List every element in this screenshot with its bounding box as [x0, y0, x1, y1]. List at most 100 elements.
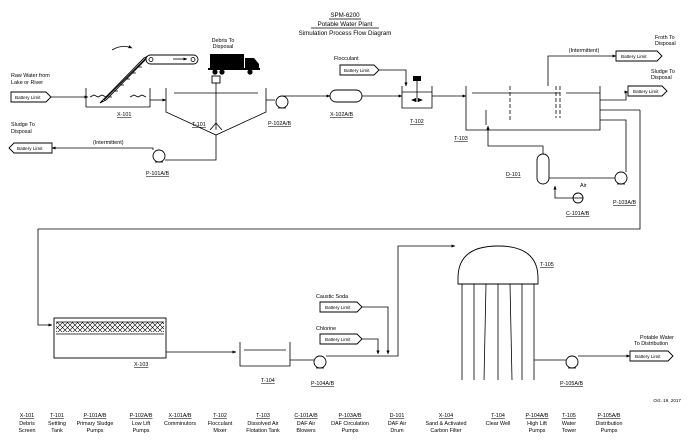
- debris-conveyor: [145, 54, 199, 65]
- legend-item-name: Drum: [390, 428, 404, 434]
- tag-t103: T-103: [454, 136, 468, 142]
- battery-limit-label: Battery Limit: [17, 146, 43, 151]
- legend-item-name: Pumps: [342, 428, 359, 434]
- legend-item-name: Blowers: [296, 428, 315, 434]
- legend-item-tag: X-104: [439, 413, 453, 419]
- legend-item-name: DAF Air: [297, 421, 316, 427]
- battery-limit-label: Battery Limit: [635, 354, 661, 359]
- legend-item-name: Settling: [48, 421, 66, 427]
- tag-p103: P-103A/B: [613, 200, 636, 206]
- legend-item-tag: P-101A/B: [83, 413, 106, 419]
- comminutor-x102: X-102A/B: [329, 89, 363, 118]
- sludge-intermittent-label: (Intermittent): [93, 140, 124, 146]
- legend-item-tag: P-104A/B: [525, 413, 548, 419]
- legend-item-name: Clear Well: [486, 421, 511, 427]
- debris-label-1: Debris To: [212, 38, 235, 44]
- tag-t105: T-105: [540, 262, 554, 268]
- legend-item-name: Flocculant: [208, 421, 233, 427]
- legend-item-name: Tower: [562, 428, 577, 434]
- title-line-1: Potable Water Plant: [318, 21, 373, 28]
- battery-limit-raw-water: [10, 91, 52, 103]
- sludge-top-label-2: Disposal: [651, 75, 672, 81]
- legend-item-name: Flotation Tank: [246, 428, 280, 434]
- flocculant-mixer-t102: T-102: [401, 76, 433, 125]
- legend-item-name: Sand & Activated: [425, 421, 466, 427]
- pump-p105: P-105A/B: [560, 355, 583, 387]
- battery-limit-label: Battery Limit: [15, 95, 41, 100]
- legend-item-name: Distribution: [596, 421, 623, 427]
- tag-c101: C-101A/B: [566, 211, 590, 217]
- legend-item-name: Comminutors: [164, 421, 196, 427]
- pump-p103: P-103A/B: [613, 171, 636, 206]
- raw-water-label-1: Raw Water from: [11, 73, 50, 79]
- legend-item-name: High Lift: [527, 421, 547, 427]
- legend-item-name: Mixer: [213, 428, 226, 434]
- legend-item-tag: P-103A/B: [338, 413, 361, 419]
- potable-label-2: To Distribution: [634, 341, 668, 347]
- battery-limit-flocculant: [339, 64, 380, 76]
- raw-water-label-2: Lake or River: [11, 80, 43, 86]
- legend-item-tag: P-105A/B: [597, 413, 620, 419]
- air-drum-d101: D-101: [506, 153, 550, 185]
- legend-item-tag: T-103: [256, 413, 270, 419]
- legend-item-tag: X-101A/B: [168, 413, 191, 419]
- legend-item-name: Pumps: [87, 428, 104, 434]
- battery-limit-label: Battery Limit: [621, 54, 647, 59]
- legend-item-tag: T-102: [213, 413, 227, 419]
- drawing-number: SPM-6200: [330, 12, 360, 19]
- chlorine-label: Chlorine: [316, 326, 336, 332]
- legend-item-name: DAF Circulation: [331, 421, 369, 427]
- revision-date: Oct. 19, 2017: [653, 398, 681, 403]
- legend-item-name: Screen: [18, 428, 35, 434]
- clear-well-t104: T-104: [239, 342, 291, 384]
- tag-x103: X-103: [134, 362, 148, 368]
- tag-t102: T-102: [410, 119, 424, 125]
- legend-item-tag: D-101: [390, 413, 405, 419]
- battery-limit-sludge-top: [627, 85, 668, 97]
- debris-screen-x101: X-101: [85, 45, 151, 118]
- legend-item-name: Primary Sludge: [77, 421, 114, 427]
- daf-tank-t103: T-103: [454, 86, 601, 142]
- caustic-label: Caustic Soda: [316, 294, 348, 300]
- battery-limit-potable: [629, 350, 674, 362]
- potable-label-1: Potable Water: [640, 335, 674, 341]
- battery-limit-label: Battery Limit: [325, 337, 351, 342]
- sludge-top-label-1: Sludge To: [651, 69, 675, 75]
- pump-p104: P-104A/B: [311, 355, 334, 387]
- water-tower-t105: T-105: [457, 245, 554, 381]
- battery-limit-caustic: [319, 301, 363, 313]
- pump-p101: P-101A/B: [146, 149, 169, 177]
- tag-p104: P-104A/B: [311, 381, 334, 387]
- battery-limit-froth: [615, 50, 663, 62]
- legend-item-name: Pumps: [133, 428, 150, 434]
- pump-p102: P-102A/B: [268, 95, 291, 127]
- tag-p101: P-101A/B: [146, 171, 169, 177]
- air-label: Air: [580, 183, 587, 189]
- battery-limit-label: Battery Limit: [633, 89, 659, 94]
- froth-label-2: Disposal: [655, 41, 676, 47]
- legend-item-tag: X-101: [20, 413, 34, 419]
- battery-limit-sludge-left: [8, 142, 53, 154]
- legend-item-name: Tank: [51, 428, 63, 434]
- flocculant-label: Flocculant: [334, 56, 359, 62]
- title-line-2: Simulation Process Flow Diagram: [299, 30, 392, 37]
- legend-item-name: DAF Air: [388, 421, 407, 427]
- title-block: SPM-6200 Potable Water Plant Simulation …: [299, 12, 392, 37]
- legend-item-tag: T-101: [50, 413, 64, 419]
- battery-limit-chlorine: [319, 333, 363, 345]
- tag-t101: T-101: [192, 122, 206, 128]
- tag-t104: T-104: [261, 378, 275, 384]
